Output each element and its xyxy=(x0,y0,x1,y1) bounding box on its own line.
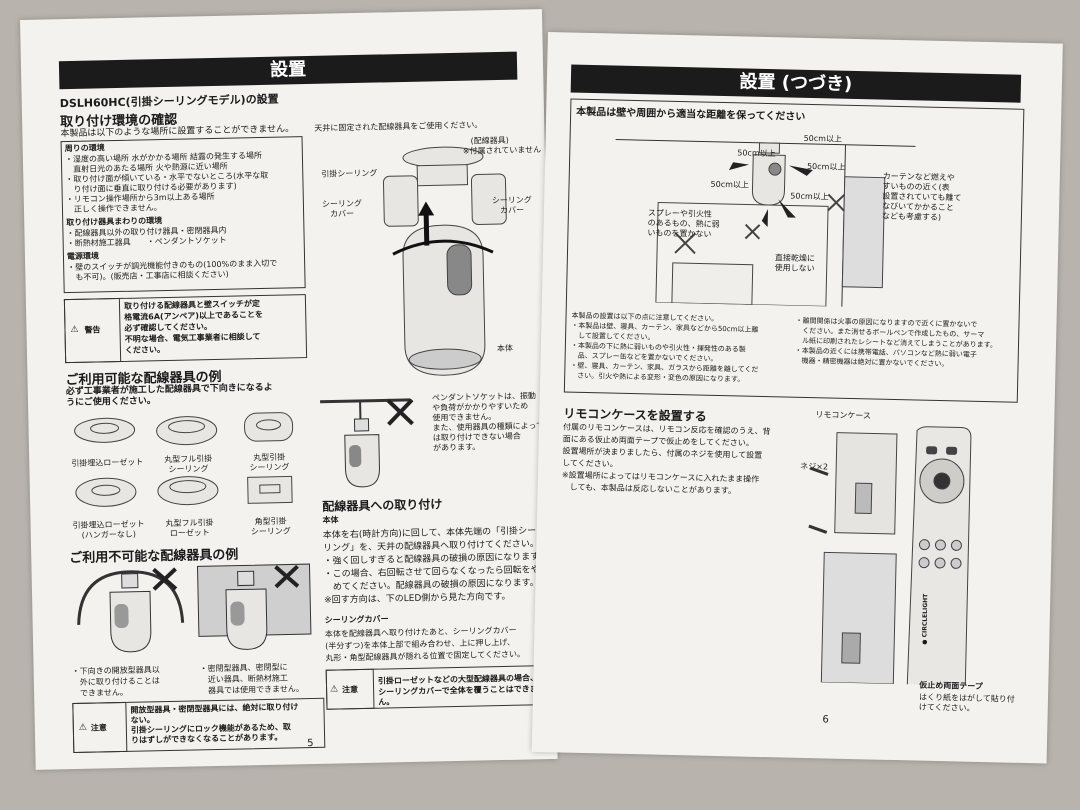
hook-ceiling-label: 引掛シーリング xyxy=(321,168,378,179)
brand-label: ● CIRCLELIGHT xyxy=(921,593,930,645)
distance-label-5: 50cm以上 xyxy=(790,191,829,202)
distance-label-3: 50cm以上 xyxy=(806,161,846,172)
attach-text: 本体を右(時計方向)に回して、本体先端の「引掛シーリング」を、天井の配線器具へ取… xyxy=(20,9,548,605)
distance-notes-right: ・離間関係は火事の原因になりますので近くに置かないで ください。また消せるボール… xyxy=(548,32,1063,368)
caution2-label: 注意 xyxy=(342,685,359,695)
tape-label: 仮止め両面テープ xyxy=(919,680,983,692)
un2-line: 器具では使用できません。 xyxy=(199,684,304,696)
surroundings-title: 周りの環境 xyxy=(64,143,105,154)
usable-item-2: 丸型フル引掛 シーリング xyxy=(164,454,213,474)
usable-intro: 必ず工事業者が施工した配線器具で下向きになるようにご使用ください。 xyxy=(20,9,542,408)
caution2-icon: ⚠ xyxy=(329,684,339,695)
attach-title: 配線器具への取り付け xyxy=(322,497,443,514)
unusable-devices-illustration xyxy=(77,563,312,653)
caution-icon: ⚠ xyxy=(78,722,88,733)
un1-line: 外に取り付けることは xyxy=(71,676,160,688)
warning-label: 警告 xyxy=(84,325,101,335)
left-header: 設置 xyxy=(58,51,518,90)
right-page-number: 6 xyxy=(822,714,829,726)
spray-note: スプレーや引火性 のあるもの、熱に弱 いものを置かない xyxy=(647,208,720,239)
pendant-note: ペンダントソケットは、振動や負荷がかかりやすいため使用できません。また、使用器具… xyxy=(20,9,544,452)
left-page: 設置 DSLH60HC(引掛シーリングモデル)の設置 取り付け環境の確認 本製品… xyxy=(20,9,558,770)
usable-item-6: 角型引掛 シーリング xyxy=(250,516,291,537)
tape-note: はくり紙をはがして貼り付 けてください。 xyxy=(918,692,1015,713)
remote-case-illustration xyxy=(808,426,972,688)
remote-text: 付属のリモコンケースは、リモコン反応を確認のうえ、背面にある仮止め両面テープで仮… xyxy=(548,32,1063,495)
distance-label-1: 50cm以上 xyxy=(737,148,776,159)
power-title: 電源環境 xyxy=(66,251,100,262)
caution-label: 注意 xyxy=(90,723,107,733)
caution2-text: 引掛ローゼットなどの大型配線器具の場合、シーリングカバーで全体を覆うことはできま… xyxy=(20,9,546,706)
power-list: ・壁のスイッチが調光機能付きのもの(100%のまま入切で も不可)。(販売店・工… xyxy=(20,9,542,282)
cov-line: 丸形・角型配線器具が隠れる位置で固定してください。 xyxy=(325,649,526,663)
att-line: ※回す方向は、下のLED側から見た方向です。 xyxy=(324,591,511,606)
un2-line: 近い器具、断熱材施工 xyxy=(199,673,288,685)
usintro-line: うにご使用ください。 xyxy=(65,396,156,409)
sold-separately-label: ※付属されていません xyxy=(462,145,542,156)
usable-item-1: 引掛埋込ローゼット xyxy=(71,457,144,469)
right-page: 設置 (つづき) 本製品は壁や周囲から適当な距離を保ってください 50cm以上 … xyxy=(531,32,1063,764)
usable-item-5: 丸型フル引掛 ローゼット xyxy=(165,518,214,538)
remote-case-label: リモコンケース xyxy=(815,410,872,421)
distance-label-4: 50cm以上 xyxy=(710,179,750,190)
pendant-socket-illustration xyxy=(320,398,414,488)
un1-line: できません。 xyxy=(72,687,128,699)
usable-devices-illustration xyxy=(74,412,294,507)
cover-text: 本体を配線器具へ取り付けたあと、シーリングカバー(半分ずつ)を本体上部で組み合わ… xyxy=(20,9,542,663)
caut-line: ない。 xyxy=(130,715,155,725)
distance-label-2: 50cm以上 xyxy=(803,133,843,144)
sunlight-note: 直接乾燥に 使用しない xyxy=(774,253,816,274)
body-label: 本体 xyxy=(496,343,514,354)
pend-line: があります。 xyxy=(432,442,481,453)
ceiling-cover-left-label: シーリング カバー xyxy=(321,198,363,219)
surroundings-list: ・湿度の高い場所 水がかかる場所 結露の発生する場所 直射日光のあたる場所 火や… xyxy=(20,9,542,214)
left-page-number: 5 xyxy=(307,738,314,750)
un2-line: ・密閉型器具、密閉型に xyxy=(199,662,288,674)
install-figure xyxy=(382,146,507,376)
un1-line: ・下向きの開放型器具以 xyxy=(71,665,160,677)
distance-illustration xyxy=(615,139,916,307)
wiring-list: ・配線器具以外の取り付け器具・密閉器具内・断熱材施工器具 ・ペンダントソケット xyxy=(20,9,542,248)
surr-line: 正しく操作できません。 xyxy=(65,203,162,215)
unusable-note-1: ・下向きの開放型器具以 外に取り付けることは できません。 xyxy=(20,9,542,698)
ceiling-cover-right-label: シーリング カバー xyxy=(491,195,532,215)
usable-item-4: 引掛埋込ローゼット (ハンガーなし) xyxy=(72,519,145,540)
cover-title: シーリングカバー xyxy=(324,614,389,625)
wiring-title: 取り付け器具まわりの環境 xyxy=(66,216,163,228)
warning-text: 取り付ける配線器具と壁スイッチが定格電流6A(アンペア)以上であることを必ず確認… xyxy=(20,9,542,355)
remote-title: リモコンケースを設置する xyxy=(563,406,707,424)
caut2-line: シーリングカバーで全体を覆うことはできません。 xyxy=(378,684,546,707)
rmt-line: してください。 xyxy=(562,458,618,469)
rmt-line: しても、本製品は反応しないことがあります。 xyxy=(561,482,737,496)
right-header: 設置 (つづき) xyxy=(570,64,1022,103)
warn-line: 必ず確認してください。 xyxy=(124,322,213,333)
caution-text: 開放型器具・密閉型器具には、絶対に取り付けない。引掛シーリングにロック機能がある… xyxy=(20,9,542,745)
usable-item-3: 丸型引掛 シーリング xyxy=(249,452,290,473)
figure-top-note: 天井に固定された配線器具をご使用ください。 xyxy=(314,120,483,133)
warning-icon: ⚠ xyxy=(70,324,79,336)
warn-line: ください。 xyxy=(124,345,166,355)
attach-sub: 本体 xyxy=(322,515,339,525)
curtain-note: カーテンなど燃えや すいものの近く(表 設置されていても離て なびいてかかること… xyxy=(881,171,962,222)
distance-notes-left: 本製品の設置は以下の点に注意してください。・本製品は壁、寝具、カーテン、家具など… xyxy=(548,32,1063,384)
unusable-note-2: ・密閉型器具、密閉型に 近い器具、断熱材施工 器具では使用できません。 xyxy=(20,9,542,696)
